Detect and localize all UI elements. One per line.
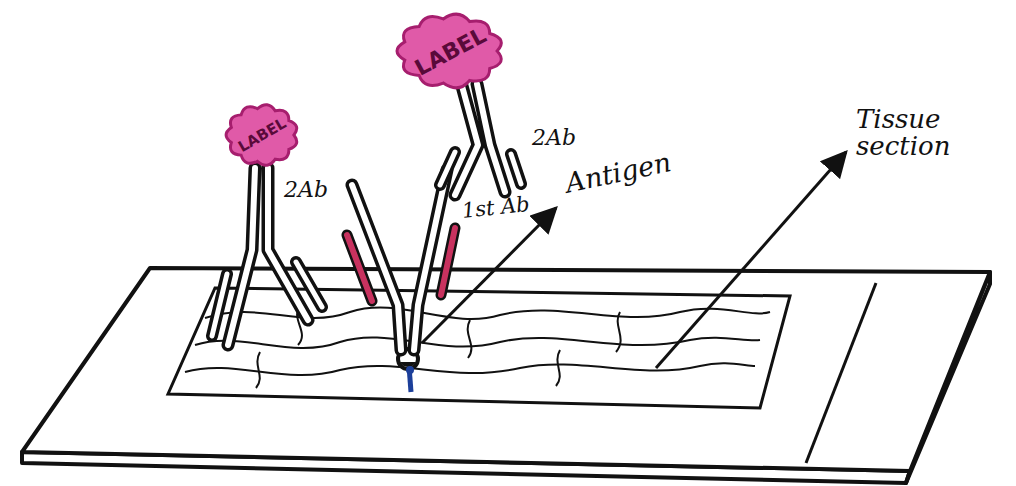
leader-arrow bbox=[422, 208, 556, 343]
leader-arrow bbox=[656, 152, 846, 368]
antibody-label: 1st Ab bbox=[461, 193, 531, 222]
antibody-label: 2Ab bbox=[284, 178, 328, 201]
tissue-section bbox=[168, 288, 790, 408]
part-label: Antigen bbox=[563, 148, 674, 198]
antibody-label: 2Ab bbox=[532, 126, 576, 149]
label-blob: LABEL bbox=[388, 6, 512, 96]
primary-antibody bbox=[347, 170, 455, 350]
part-label: Tissue section bbox=[856, 106, 966, 161]
glass-slide bbox=[22, 268, 990, 483]
secondary-antibody bbox=[440, 84, 521, 195]
label-blob: LABEL bbox=[220, 98, 304, 172]
